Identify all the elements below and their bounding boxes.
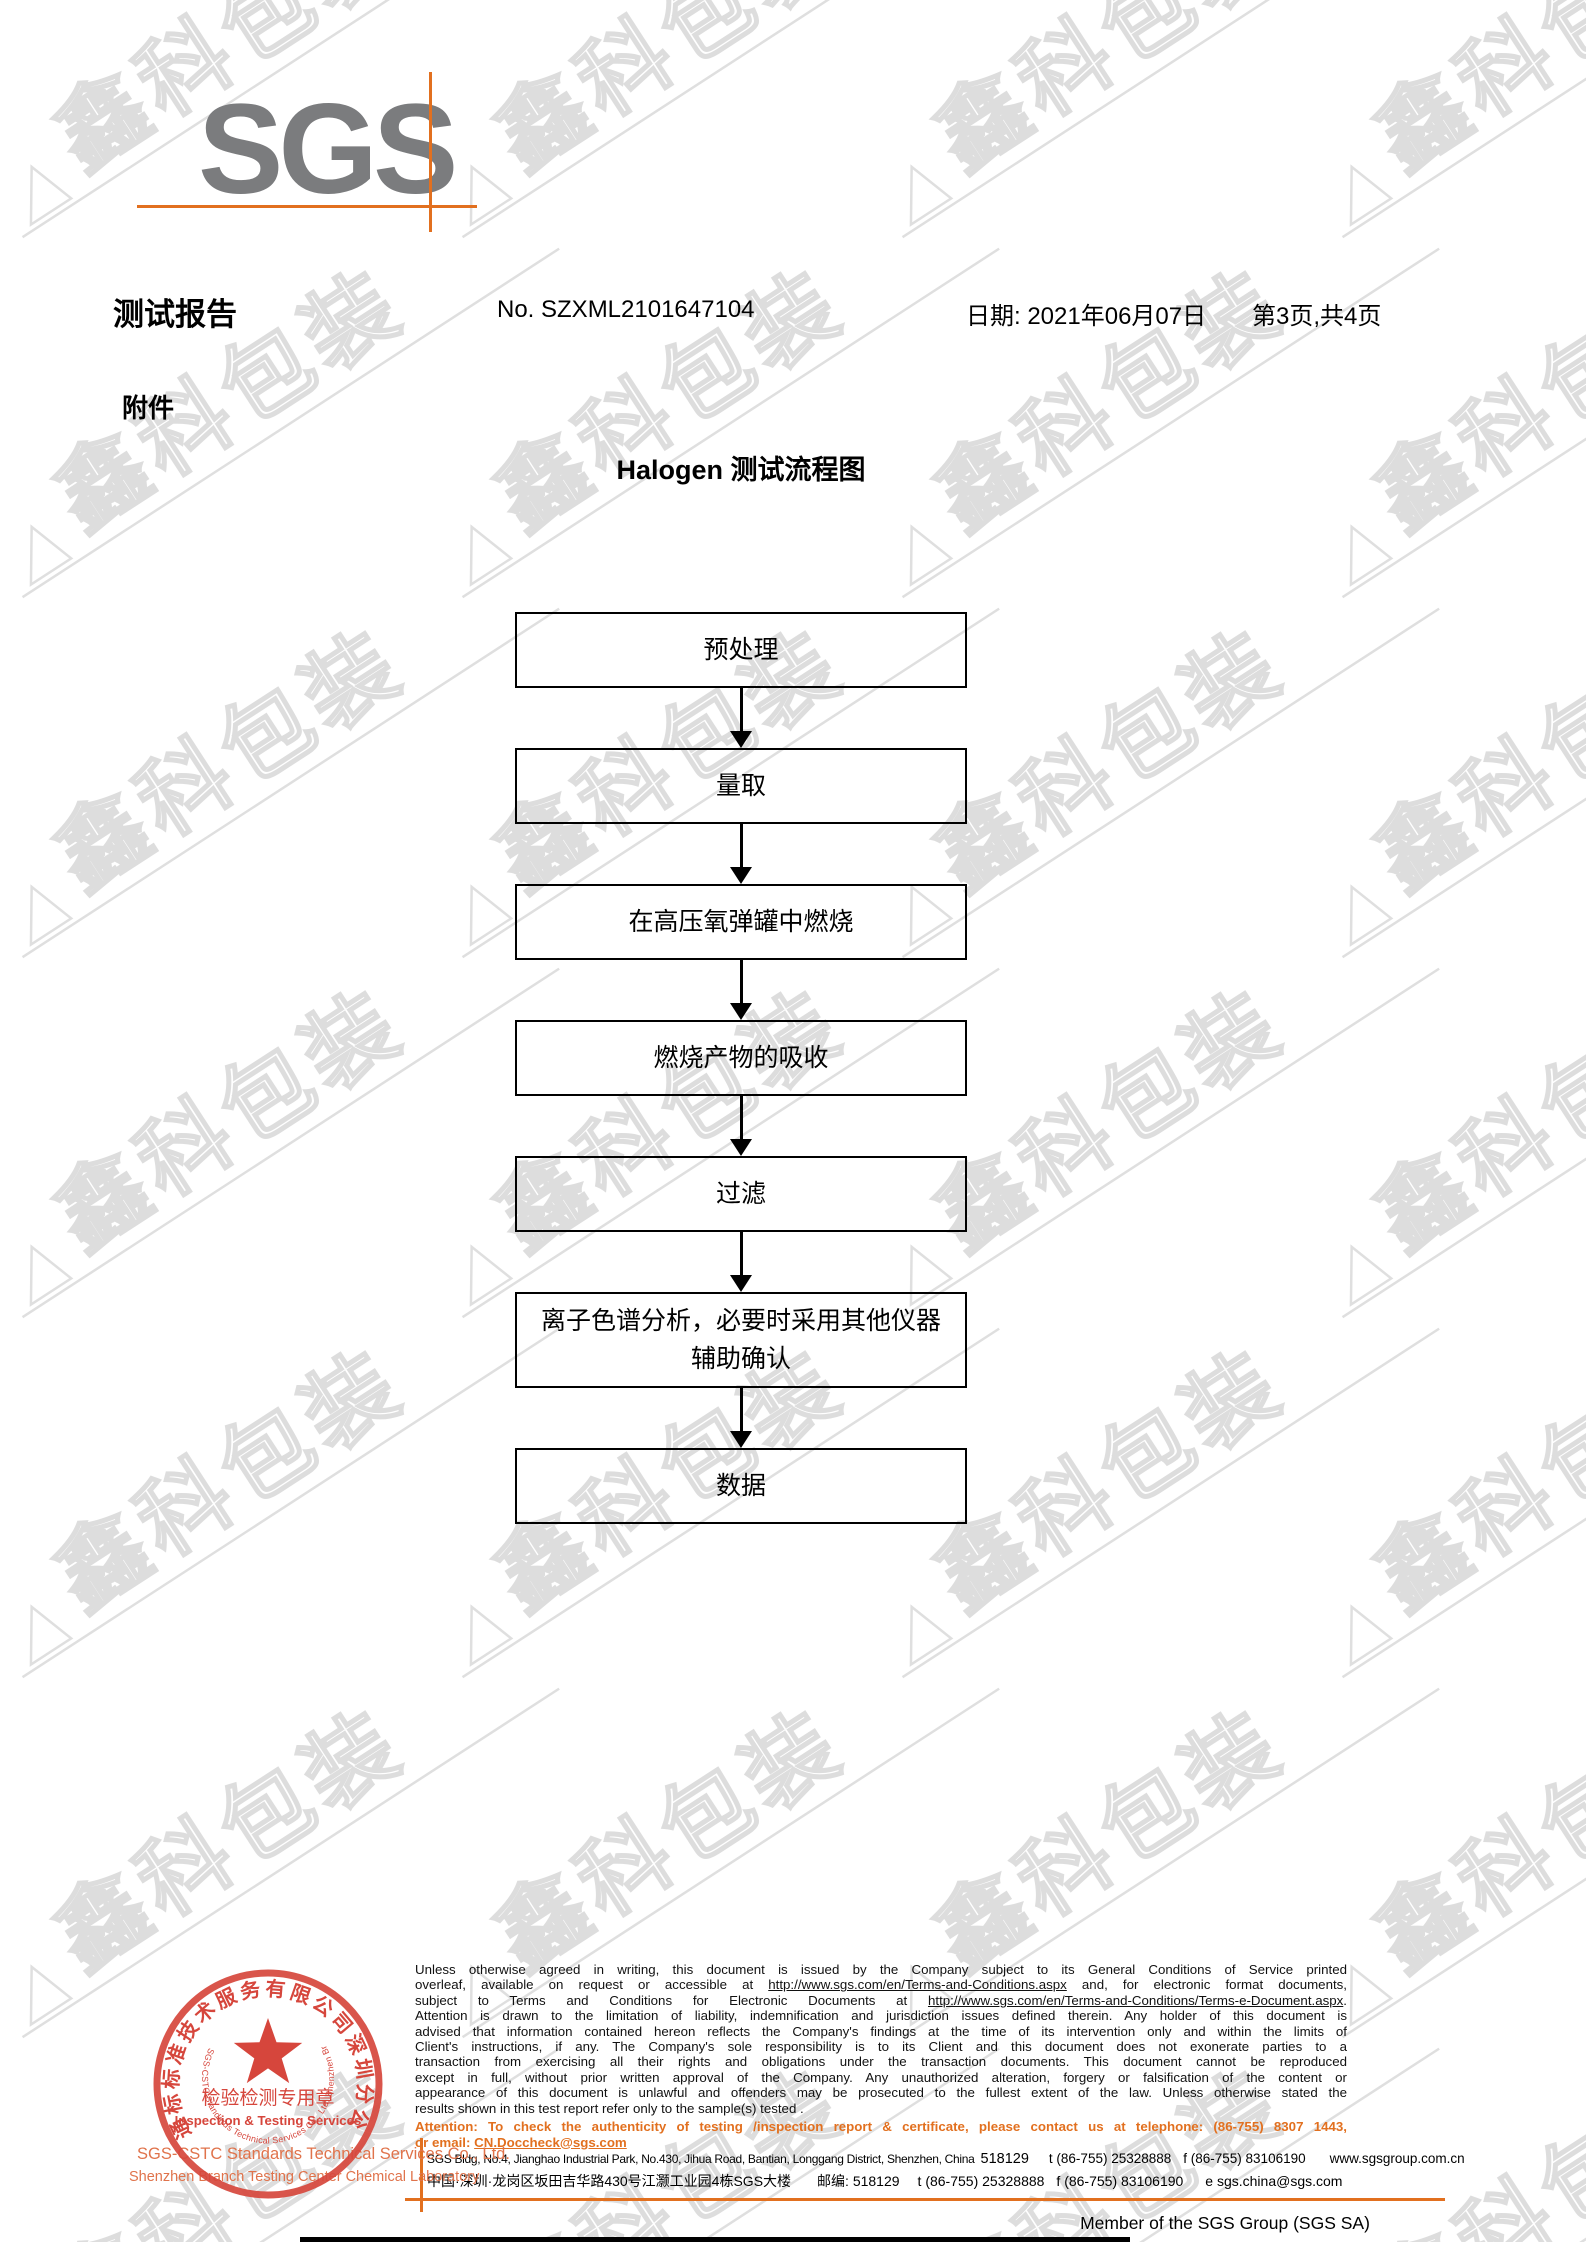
text-line: Unless otherwise agreed in writing, this… [415, 1962, 1347, 1977]
text-line: subject to Terms and Conditions for Elec… [415, 1992, 1347, 2008]
sgs-logo: SGS [198, 78, 458, 221]
report-date: 日期: 2021年06月07日 [966, 303, 1207, 330]
flow-arrow [515, 824, 967, 884]
arrow-head-icon [730, 1139, 752, 1156]
text-line: transaction from exercising all their ri… [415, 2054, 1347, 2070]
address-en-postcode: 518129 [980, 2151, 1029, 2167]
flow-arrow [515, 960, 967, 1020]
report-title: 测试报告 [113, 297, 237, 332]
inspection-seal: 通标标准技术服务有限公司深圳分公司 SGS-CSTC Standards Tec… [146, 1962, 383, 2199]
flow-step-box: 在高压氧弹罐中燃烧 [515, 884, 967, 960]
footer-divider [405, 2198, 1445, 2201]
flowchart-title: Halogen 测试流程图 [616, 455, 866, 485]
attention-text: Attention: To check the authenticity of … [415, 2119, 1347, 2150]
flow-step-label: 预处理 [703, 636, 779, 664]
address-en-tel: t (86-755) 25328888 [1048, 2151, 1172, 2166]
seal-label-cn: 检验检测专用章 [201, 2087, 334, 2109]
flow-step-box: 数据 [515, 1448, 967, 1524]
flow-arrow [515, 1096, 967, 1156]
arrow-shaft [739, 960, 743, 1003]
report-number: No. SZXML2101647104 [497, 296, 755, 323]
arrow-head-icon [730, 1003, 752, 1020]
text-line: Attention is drawn to the limitation of … [415, 2008, 1347, 2024]
address-cn-postcode: 邮编: 518129 [817, 2173, 900, 2189]
text-line: overleaf, available on request or access… [415, 1977, 1347, 1993]
flow-step-label: 在高压氧弹罐中燃烧 [628, 908, 854, 936]
logo-underline [137, 205, 477, 208]
text-line: Client's instructions, if any. The Compa… [415, 2039, 1347, 2055]
arrow-shaft [739, 688, 743, 731]
text-line: appearance of this document is unlawful … [415, 2085, 1347, 2101]
flow-step-box: 量取 [515, 748, 967, 824]
address-line-cn: 中国·深圳·龙岗区坂田吉华路430号江灏工业园4栋SGS大楼 邮编: 518129… [427, 2171, 1437, 2191]
arrow-head-icon [730, 731, 752, 748]
text-line: except in full, without prior written ap… [415, 2069, 1347, 2085]
arrow-head-icon [730, 1431, 752, 1448]
flow-step-label: 燃烧产物的吸收 [653, 1044, 829, 1072]
address-cn-fax: f (86-755) 83106190 [1056, 2173, 1184, 2189]
logo-crossline [429, 72, 432, 232]
arrow-head-icon [730, 1275, 752, 1292]
flow-step-box: 燃烧产物的吸收 [515, 1020, 967, 1096]
address-en-web: www.sgsgroup.com.cn [1329, 2151, 1465, 2166]
text-line: results shown in this test report refer … [415, 2100, 804, 2116]
arrow-shaft [739, 824, 743, 867]
bottom-scan-bar [300, 2237, 1130, 2242]
text-line: advised that information contained hereo… [415, 2023, 1347, 2039]
text-line: or email: CN.Doccheck@sgs.com [415, 2134, 627, 2150]
flow-step-label: 过滤 [715, 1180, 766, 1208]
flow-step-box: 离子色谱分析，必要时采用其他仪器辅助确认 [515, 1292, 967, 1388]
flow-step-box: 预处理 [515, 612, 967, 688]
star-icon [233, 2018, 303, 2084]
page-indicator: 第3页,共4页 [1252, 303, 1382, 330]
flow-step-label: 数据 [715, 1472, 766, 1500]
address-cn-street: 中国·深圳·龙岗区坂田吉华路430号江灏工业园4栋SGS大楼 [427, 2173, 792, 2189]
member-text: Member of the SGS Group (SGS SA) [1080, 2213, 1370, 2233]
arrow-shaft [739, 1232, 743, 1275]
seal-ring [153, 1969, 383, 2199]
arrow-shaft [739, 1388, 743, 1431]
flow-step-box: 过滤 [515, 1156, 967, 1232]
flow-arrow [515, 1232, 967, 1292]
address-cn-email: e sgs.china@sgs.com [1205, 2173, 1343, 2189]
address-line-en: SGS Bldg, No.4, Jianghao Industrial Park… [427, 2150, 1465, 2168]
arrow-shaft [739, 1096, 743, 1139]
flow-step-label: 离子色谱分析，必要时采用其他仪器辅助确认 [540, 1307, 941, 1373]
flow-arrow [515, 688, 967, 748]
flow-arrow [515, 1388, 967, 1448]
address-en-fax: f (86-755) 83106190 [1183, 2151, 1306, 2166]
text-line: Attention: To check the authenticity of … [415, 2119, 1347, 2134]
address-cn-tel: t (86-755) 25328888 [917, 2173, 1045, 2189]
flow-step-label: 量取 [715, 772, 766, 800]
attachment-label: 附件 [122, 393, 175, 423]
flowchart: 预处理量取在高压氧弹罐中燃烧燃烧产物的吸收过滤离子色谱分析，必要时采用其他仪器辅… [515, 612, 967, 1524]
arrow-head-icon [730, 867, 752, 884]
seal-label-en: Inspection & Testing Services [175, 2113, 362, 2128]
legal-text: Unless otherwise agreed in writing, this… [415, 1962, 1347, 2116]
